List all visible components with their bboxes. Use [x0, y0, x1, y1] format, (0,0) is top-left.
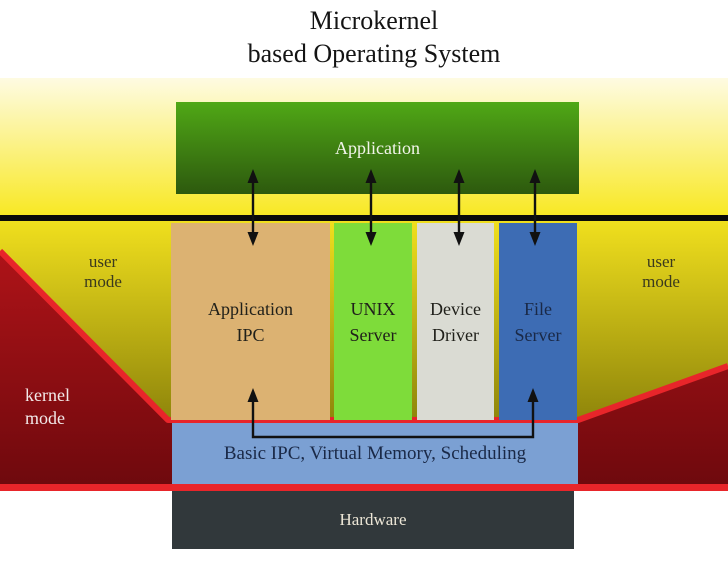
- diagram-title-line1: Microkernel: [309, 6, 439, 35]
- user-mode-label-right: user mode: [642, 252, 680, 291]
- application-box: Application: [176, 102, 579, 194]
- file-server-box: File Server: [499, 223, 577, 420]
- hardware-label: Hardware: [339, 510, 407, 529]
- diagram-title-line2: based Operating System: [247, 39, 501, 68]
- application-ipc-box: Application IPC: [171, 223, 330, 420]
- user-mode-label-left: user mode: [84, 252, 122, 291]
- unix-server-label-line2: Server: [349, 324, 397, 345]
- file-server-label-line1: File: [523, 298, 552, 319]
- kernel-mode-label: kernel mode: [25, 385, 70, 428]
- unix-server-label-line1: UNIX: [350, 298, 396, 319]
- application-ipc-label-line2: IPC: [236, 324, 265, 345]
- file-server-label-line2: Server: [514, 324, 562, 345]
- device-driver-box: Device Driver: [417, 223, 494, 420]
- basic-ipc-kernel-label: Basic IPC, Virtual Memory, Scheduling: [223, 442, 527, 464]
- device-driver-label-line2: Driver: [432, 324, 479, 345]
- hardware-box: Hardware: [172, 491, 574, 549]
- application-ipc-label-line1: Application: [208, 298, 293, 319]
- basic-ipc-kernel-box: Basic IPC, Virtual Memory, Scheduling: [172, 423, 578, 484]
- device-driver-label-line1: Device: [430, 298, 481, 319]
- application-user-boundary-black-line: [0, 215, 728, 221]
- unix-server-box: UNIX Server: [334, 223, 412, 420]
- application-label: Application: [335, 138, 420, 158]
- diagram-title: Microkernel based Operating System: [0, 4, 728, 70]
